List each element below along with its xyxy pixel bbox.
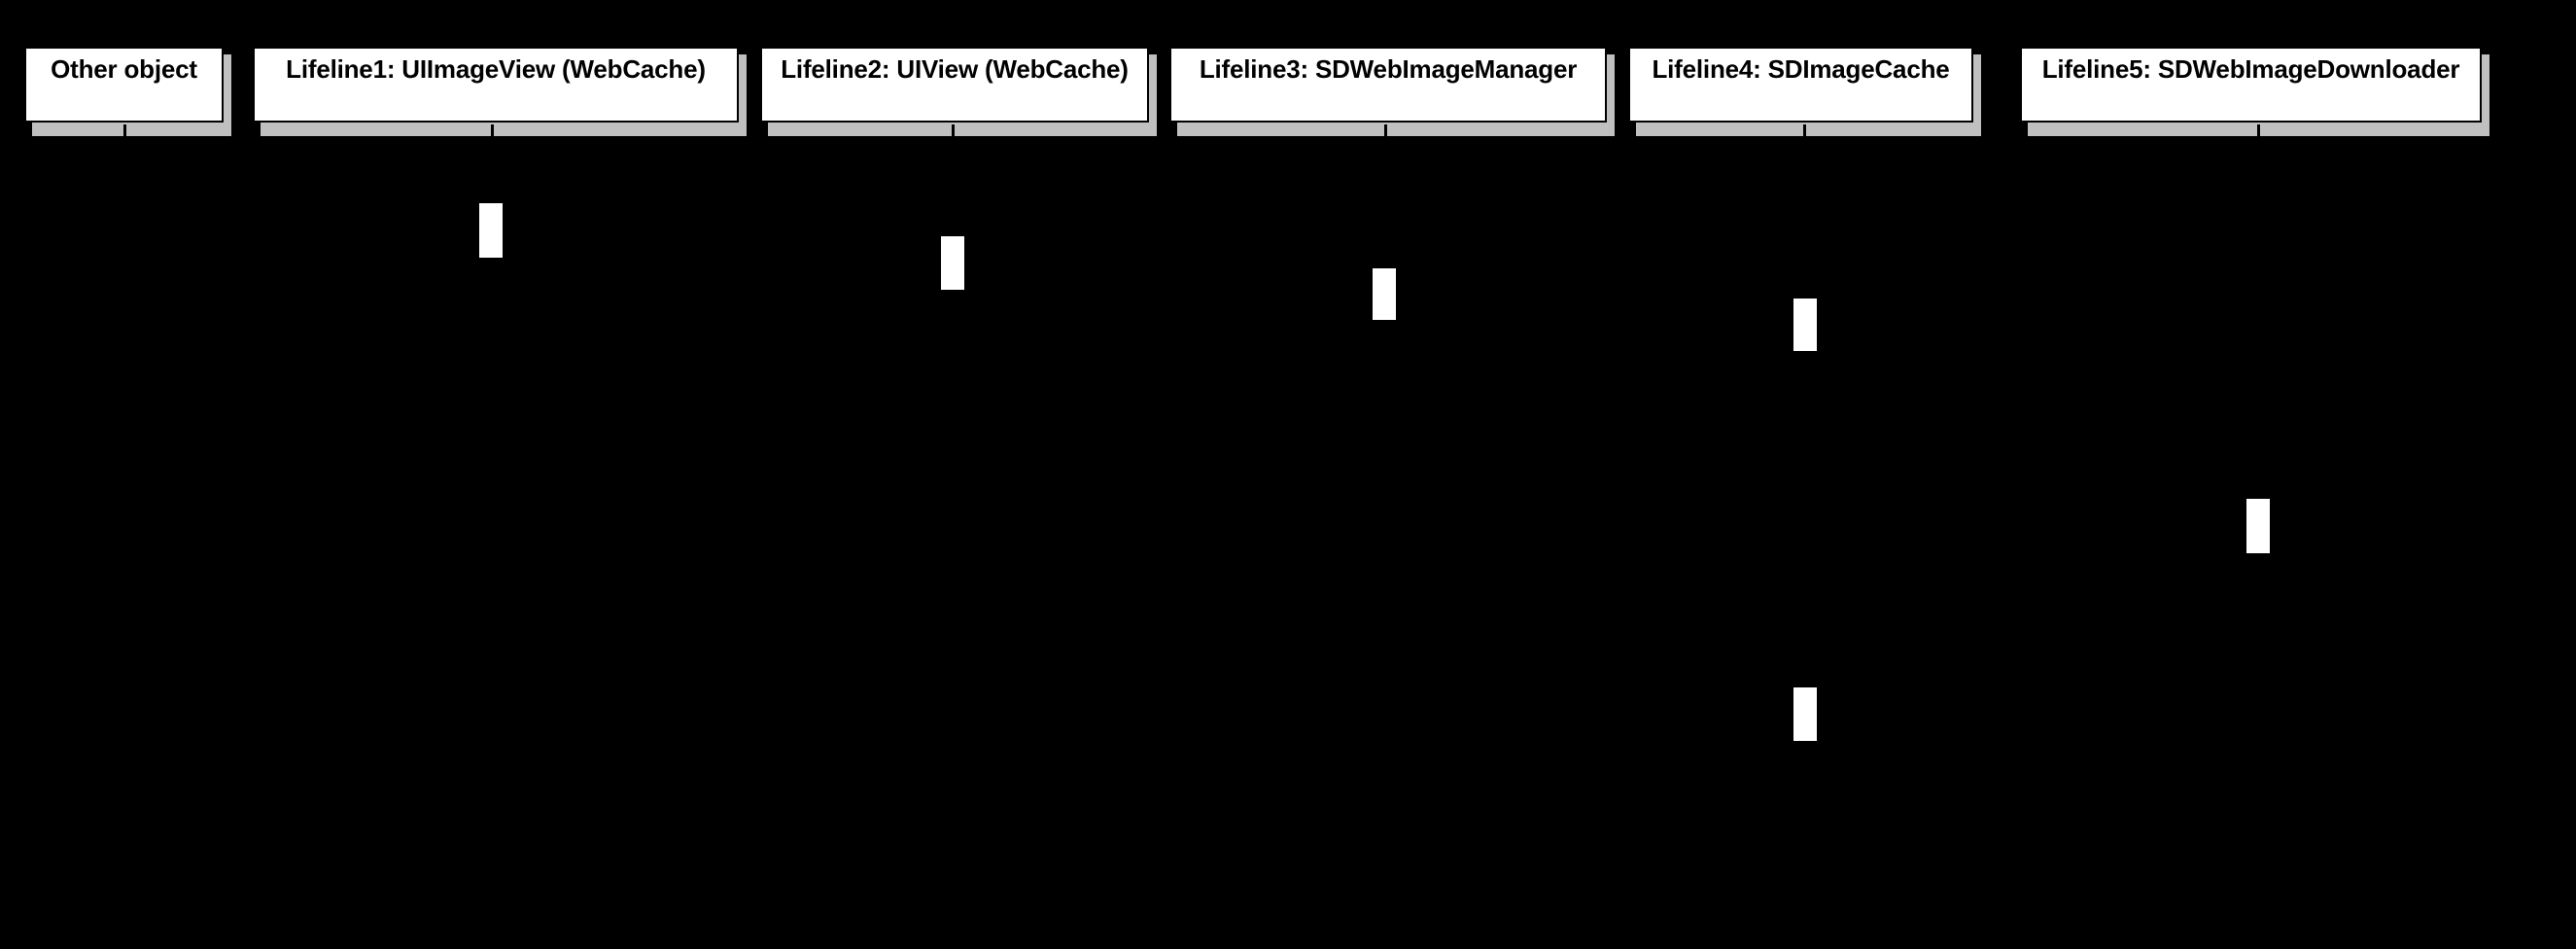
lifeline-stem-lifeline1 <box>490 134 492 949</box>
lifeline-stem-lifeline4 <box>1804 134 1806 949</box>
lifeline-head-underline <box>768 124 1157 136</box>
lifeline-label: Other object <box>51 54 197 84</box>
activation-bar-lifeline4[interactable] <box>1793 686 1818 742</box>
lifeline-anchor-tick <box>952 124 955 136</box>
lifeline-head-underline <box>1177 124 1615 136</box>
lifeline-head-box[interactable]: Lifeline1: UIImageView (WebCache) <box>253 47 739 123</box>
lifeline-anchor-tick <box>491 124 494 136</box>
lifeline-anchor-tick <box>1384 124 1387 136</box>
lifeline-stem-other <box>123 134 125 949</box>
lifeline-head-box[interactable]: Lifeline3: SDWebImageManager <box>1169 47 1607 123</box>
lifeline-anchor-tick <box>2257 124 2260 136</box>
lifeline-label: Lifeline2: UIView (WebCache) <box>781 54 1129 84</box>
lifeline-head-underline <box>261 124 747 136</box>
lifeline-label: Lifeline5: SDWebImageDownloader <box>2041 54 2460 84</box>
lifeline-head-box[interactable]: Lifeline4: SDImageCache <box>1628 47 1973 123</box>
lifeline-label: Lifeline1: UIImageView (WebCache) <box>286 54 706 84</box>
lifeline-head-underline <box>1636 124 1981 136</box>
activation-bar-lifeline1[interactable] <box>478 202 504 259</box>
lifeline-anchor-tick <box>123 124 126 136</box>
lifeline-head-box[interactable]: Lifeline5: SDWebImageDownloader <box>2020 47 2482 123</box>
lifeline-head-box[interactable]: Lifeline2: UIView (WebCache) <box>760 47 1149 123</box>
lifeline-head-box[interactable]: Other object <box>24 47 224 123</box>
lifeline-label: Lifeline3: SDWebImageManager <box>1199 54 1578 84</box>
lifeline-label: Lifeline4: SDImageCache <box>1652 54 1950 84</box>
activation-bar-lifeline2[interactable] <box>940 235 965 291</box>
activation-bar-lifeline5[interactable] <box>2245 498 2271 554</box>
activation-bar-lifeline4[interactable] <box>1793 298 1818 352</box>
lifeline-stem-lifeline3 <box>1383 134 1385 949</box>
lifeline-anchor-tick <box>1803 124 1806 136</box>
lifeline-stem-lifeline2 <box>951 134 953 949</box>
lifeline-head-underline <box>32 124 231 136</box>
activation-bar-lifeline3[interactable] <box>1372 267 1397 321</box>
